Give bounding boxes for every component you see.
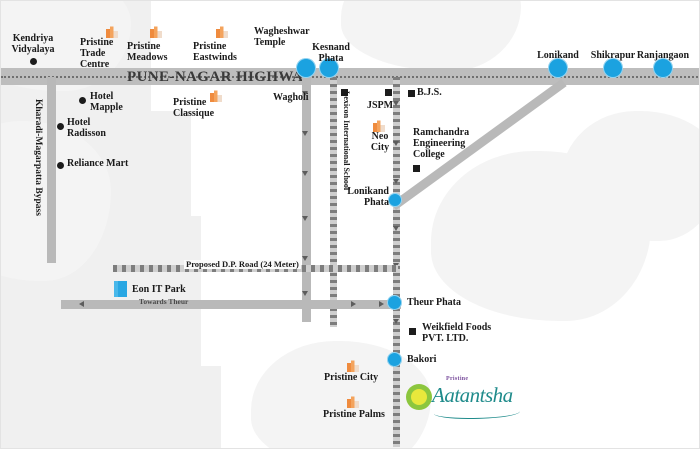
eon-it-park-label: Eon IT Park	[132, 284, 186, 295]
direction-arrow-icon	[393, 226, 399, 231]
hotel-radisson-label: Hotel Radisson	[67, 117, 106, 139]
junction-bakori-label: Bakori	[407, 354, 437, 365]
kharadi-magarpatta-bypass-label: Kharadi-Magarpatta Bypass	[33, 99, 43, 216]
kendriya-vidyalaya-label: Kendriya Vidyalaya	[11, 33, 55, 55]
direction-arrow-icon	[393, 101, 399, 106]
junction-lonikand-phata-label: Lonikand Phata	[347, 186, 389, 208]
kharadi-magarpatta-bypass-road	[47, 77, 56, 263]
junction-ranjangaon-label: Ranjangaon	[636, 50, 690, 61]
ramchandra-engineering-college-square-icon	[413, 165, 420, 172]
junction-shikrapur[interactable]	[603, 58, 623, 78]
kendriya-vidyalaya-dot-icon	[30, 58, 37, 65]
direction-arrow-icon	[379, 301, 384, 307]
building-icon	[347, 360, 359, 372]
bjs-square-icon	[408, 90, 415, 97]
weikfield-foods-square-icon	[409, 328, 416, 335]
building-icon	[106, 26, 118, 38]
bg-blotch	[561, 111, 699, 241]
ramchandra-engineering-college-label: Ramchandra Engineering College	[413, 127, 470, 160]
building-icon	[150, 26, 162, 38]
direction-arrow-icon	[302, 216, 308, 221]
direction-arrow-icon	[302, 131, 308, 136]
reliance-mart-dot-icon	[57, 162, 64, 169]
highway-centerline	[1, 75, 699, 78]
weikfield-foods-label: Weikfield Foods PVT. LTD.	[422, 322, 492, 344]
logo-swoosh-icon	[434, 406, 520, 419]
direction-arrow-icon	[302, 91, 308, 96]
pristine-meadows-label: Pristine Meadows	[127, 41, 168, 63]
bg-blotch	[251, 341, 431, 448]
pristine-trade-centre-label: Pristine Trade Centre	[80, 37, 114, 70]
junction-kesnand-phata-label: Kesnand Phata	[312, 42, 350, 64]
eon-it-park-icon	[114, 281, 127, 297]
pristine-eastwinds-label: Pristine Eastwinds	[193, 41, 237, 63]
towards-theur-label: Towards Theur	[139, 297, 189, 306]
bakori-vertical-road	[393, 77, 400, 447]
direction-arrow-icon	[302, 256, 308, 261]
bg-blotch	[341, 1, 521, 71]
junction-lonikand-label: Lonikand	[537, 50, 579, 61]
pristine-classique-label: Pristine Classique	[173, 97, 215, 119]
hotel-mapple-label: Hotel Mapple	[90, 91, 123, 113]
proposed-dp-road-label: Proposed D.P. Road (24 Meter)	[184, 259, 301, 270]
logo-brand-name: Aatantsha	[432, 383, 513, 407]
direction-arrow-icon	[393, 319, 399, 324]
pristine-palms-label: Pristine Palms	[323, 409, 385, 420]
pune-nagar-highway	[1, 68, 699, 85]
bg-blotch	[1, 366, 221, 448]
junction-lonikand-phata[interactable]	[388, 193, 402, 207]
pristine-city-label: Pristine City	[324, 372, 379, 383]
junction-kesnand-phata[interactable]	[319, 58, 339, 78]
pristine-aatantsha-logo: Pristine Aatantsha	[406, 375, 526, 419]
direction-arrow-icon	[351, 301, 356, 307]
jspm-square-icon	[385, 89, 392, 96]
junction-wagholi[interactable]	[296, 58, 316, 78]
hotel-mapple-dot-icon	[79, 97, 86, 104]
kesnand-phata-vertical-road	[330, 77, 337, 327]
neo-city-label: Neo City	[370, 131, 390, 153]
direction-arrow-icon	[393, 179, 399, 184]
building-icon	[210, 90, 222, 102]
lexicon-international-school-square-icon	[341, 89, 348, 96]
lexicon-international-school-label: Lexicon International School	[342, 91, 351, 191]
jspm-label: JSPM	[367, 100, 394, 111]
junction-lonikand[interactable]	[548, 58, 568, 78]
junction-ranjangaon[interactable]	[653, 58, 673, 78]
towards-theur-road	[61, 300, 401, 309]
wagholi-label: Wagholi	[273, 92, 309, 103]
junction-theur-phata-label: Theur Phata	[407, 297, 461, 308]
logo-brand-small: Pristine	[446, 376, 469, 382]
building-icon	[347, 396, 359, 408]
bjs-label: B.J.S.	[417, 87, 442, 98]
building-icon	[373, 120, 385, 132]
direction-arrow-icon	[393, 141, 399, 146]
wagheshwar-temple-label: Wagheshwar Temple	[254, 26, 310, 48]
junction-theur-phata[interactable]	[387, 295, 402, 310]
wagholi-vertical-road	[302, 77, 311, 322]
direction-arrow-icon	[302, 171, 308, 176]
reliance-mart-label: Reliance Mart	[67, 158, 129, 169]
direction-arrow-icon	[79, 301, 84, 307]
building-icon	[216, 26, 228, 38]
junction-shikrapur-label: Shikrapur	[590, 50, 636, 61]
bg-blotch	[431, 151, 651, 321]
logo-circle-icon	[406, 384, 432, 410]
pune-nagar-highway-label: PUNE-NAGAR HIGHWAY	[127, 69, 314, 85]
hotel-radisson-dot-icon	[57, 123, 64, 130]
junction-bakori[interactable]	[387, 352, 402, 367]
direction-arrow-icon	[302, 291, 308, 296]
